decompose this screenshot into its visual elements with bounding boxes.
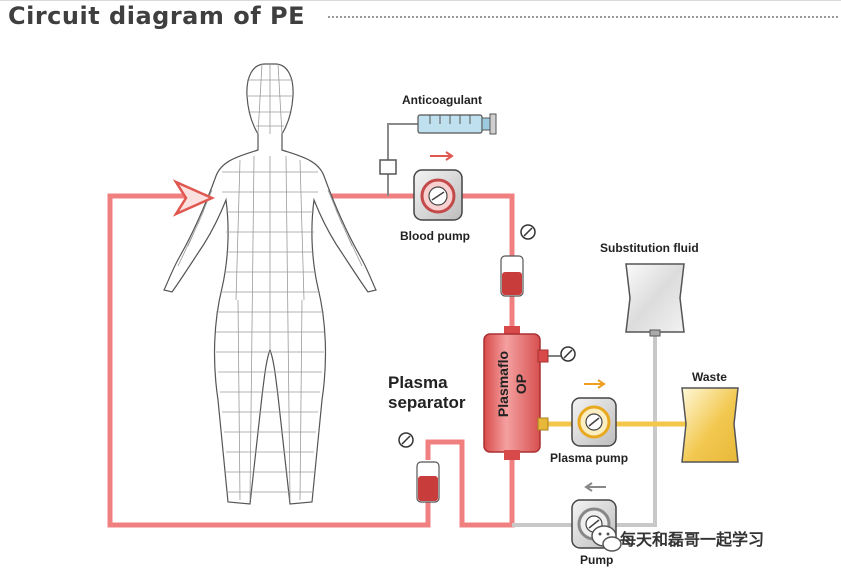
wechat-icon [591,525,622,552]
plasma-pump-label: Plasma pump [550,451,628,465]
syringe-icon [417,113,497,135]
anticoagulant-connector [379,159,397,175]
watermark-text: 每天和磊哥一起学习 [620,530,765,549]
pump-label: Pump [580,553,613,567]
waste-bag-icon [681,387,739,463]
plasma-pump-flow-arrow-icon [584,379,606,389]
blood-pump-flow-arrow-icon [430,151,454,161]
waste-label: Waste [692,370,727,384]
filter-brand-label: Plasmaflo [495,351,511,417]
blood-pump-label: Blood pump [400,229,470,243]
substitution-fluid-label: Substitution fluid [600,241,699,255]
top-border [0,0,841,1]
filter-model-label: OP [513,374,529,394]
arterial-pressure-gauge-icon [520,224,536,240]
venous-drip-chamber [416,461,440,503]
substitution-pump-flow-arrow-icon [584,482,606,492]
plasma-separator-label-line2: separator [388,393,466,412]
substitution-fluid-bag-icon [625,263,685,337]
plasma-separator-filter [483,326,549,460]
arterial-drip-chamber [500,255,524,297]
page-title: Circuit diagram of PE [8,2,305,30]
plasma-separator-label-line1: Plasma [388,373,448,392]
filter-to-return-line [425,439,515,528]
filter-pressure-gauge-icon [548,346,576,362]
blood-pump-icon [413,169,463,221]
arterial-blood-line [320,193,515,262]
venous-pressure-gauge-icon [398,432,414,448]
return-blood-line [107,193,431,528]
plasma-pump-icon [571,397,617,447]
return-arrow-icon [172,179,216,217]
title-dotted-rule [328,16,838,18]
substitution-line [512,334,657,527]
anticoagulant-label: Anticoagulant [402,93,482,107]
patient-figure [163,63,377,505]
